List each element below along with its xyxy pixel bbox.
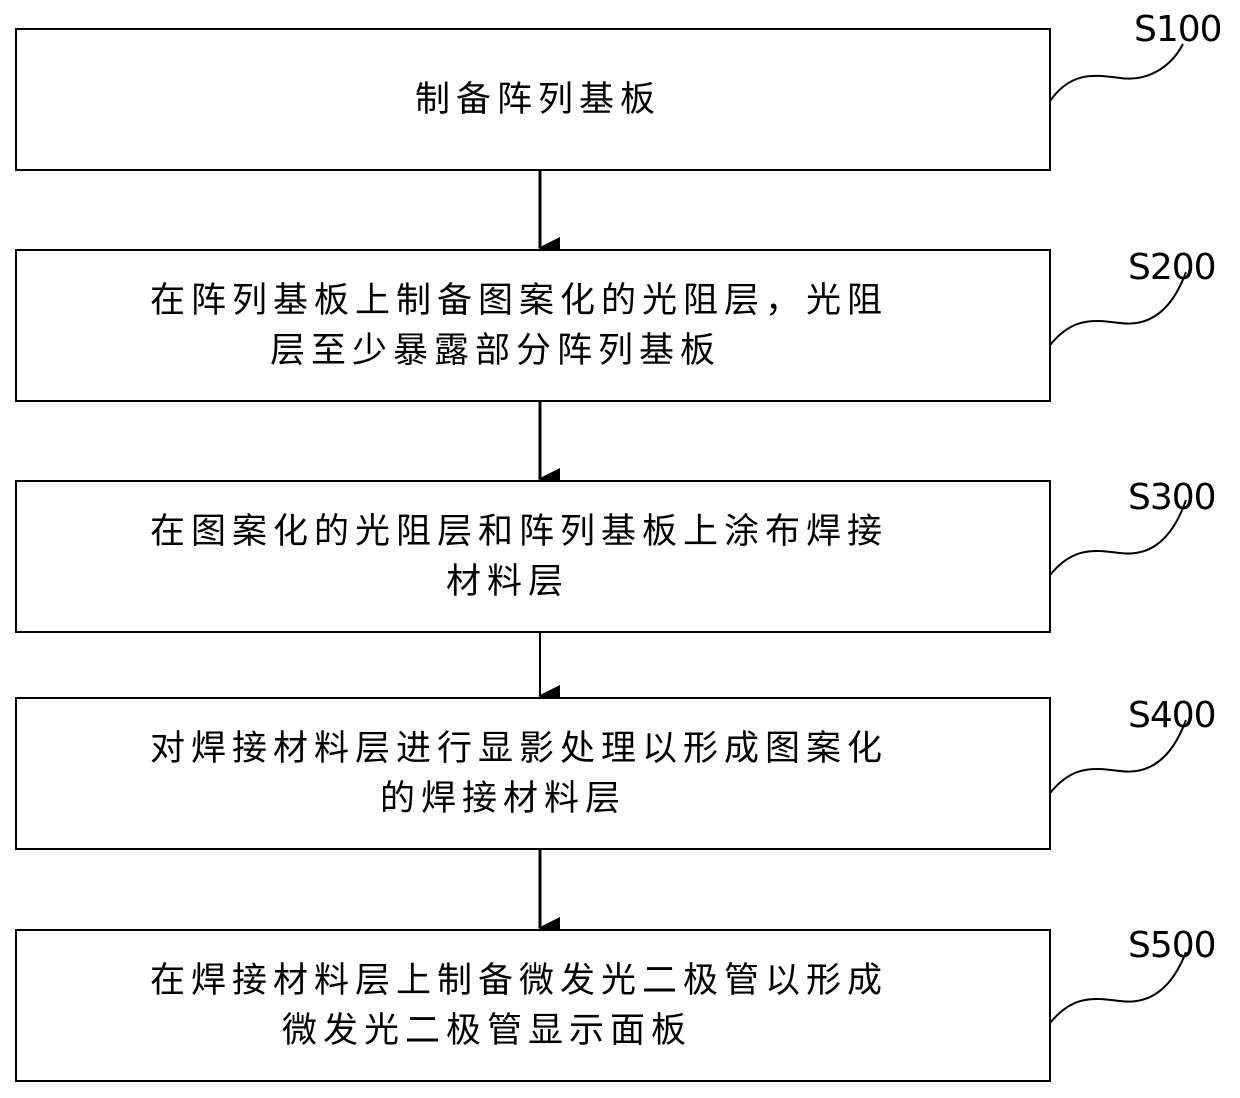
step-box-s300: 在图案化的光阻层和阵列基板上涂布焊接 材料层 [15, 480, 1051, 633]
step-label-s200: S200 [1128, 248, 1216, 288]
step-label-s500: S500 [1128, 926, 1216, 966]
step-text-line: 微发光二极管显示面板 [150, 1006, 692, 1056]
step-text-line: 在焊接材料层上制备微发光二极管以形成 [150, 956, 888, 1006]
step-box-s400: 对焊接材料层进行显影处理以形成图案化 的焊接材料层 [15, 697, 1051, 850]
step-box-s100: 制备阵列基板 [15, 28, 1051, 171]
step-text-line: 制备阵列基板 [405, 75, 661, 125]
step-text-line: 层至少暴露部分阵列基板 [150, 326, 721, 376]
leader-s100 [1048, 44, 1183, 104]
step-box-s200: 在阵列基板上制备图案化的光阻层，光阻 层至少暴露部分阵列基板 [15, 249, 1051, 402]
step-box-s500: 在焊接材料层上制备微发光二极管以形成 微发光二极管显示面板 [15, 929, 1051, 1082]
step-label-s100: S100 [1134, 10, 1222, 50]
step-label-s400: S400 [1128, 696, 1216, 736]
step-text-line: 在图案化的光阻层和阵列基板上涂布焊接 [150, 507, 888, 557]
step-text-line: 对焊接材料层进行显影处理以形成图案化 [150, 724, 888, 774]
step-text-line: 的焊接材料层 [150, 774, 626, 824]
step-label-s300: S300 [1128, 478, 1216, 518]
step-text-line: 材料层 [150, 557, 569, 607]
step-text-line: 在阵列基板上制备图案化的光阻层，光阻 [150, 276, 888, 326]
